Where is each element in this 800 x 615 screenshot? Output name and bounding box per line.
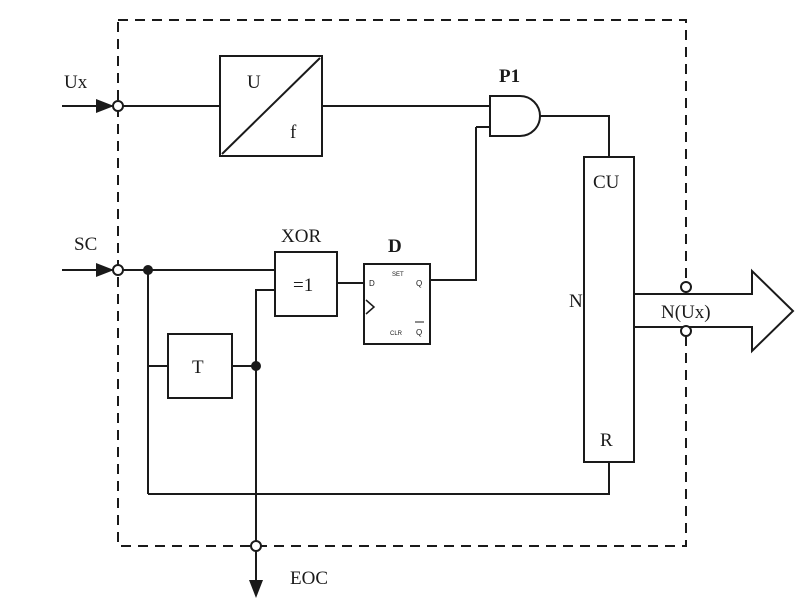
ux-label: Ux [64,72,88,93]
vf-label-u: U [247,72,261,93]
d-pin-label: D [369,279,375,288]
and-gate-label: P1 [499,66,520,87]
clock-triangle-icon [365,299,376,315]
timer-label: T [192,357,204,378]
d-flipflop-title: D [388,236,402,257]
d-flipflop [363,263,431,345]
counter-cu-label: CU [593,172,620,193]
eoc-label: EOC [290,568,328,589]
reset-wire [148,460,610,495]
and-gate-p1 [489,95,541,137]
xor-symbol: =1 [293,275,313,296]
output-bus-arrow-icon [633,268,795,354]
output-terminal-top [680,281,692,293]
vf-label-f: f [290,122,297,143]
q-pin-label: Q [416,279,422,288]
sc-input-arrow-icon [96,263,114,277]
clr-pin-label: CLR [390,331,403,337]
counter-r-label: R [600,430,613,451]
sc-label: SC [74,234,97,255]
ux-terminal [112,100,124,112]
counter-block [583,156,635,463]
xor-title: XOR [281,226,321,247]
xor-gate [274,251,338,317]
eoc-terminal [250,540,262,552]
eoc-arrow-icon [249,580,263,598]
vf-diagonal [221,57,321,155]
counter-n-label: N [569,291,583,312]
set-pin-label: SET [392,272,404,278]
eoc-to-xor-wire [255,289,275,545]
q-to-and-wire [430,127,477,281]
qbar-pin-label: Q [416,328,422,337]
ux-input-arrow-icon [96,99,114,113]
and-to-counter-wire [540,115,610,157]
sc-terminal [112,264,124,276]
output-label: N(Ux) [661,302,711,323]
system-boundary [117,19,687,547]
output-terminal-bottom [680,325,692,337]
